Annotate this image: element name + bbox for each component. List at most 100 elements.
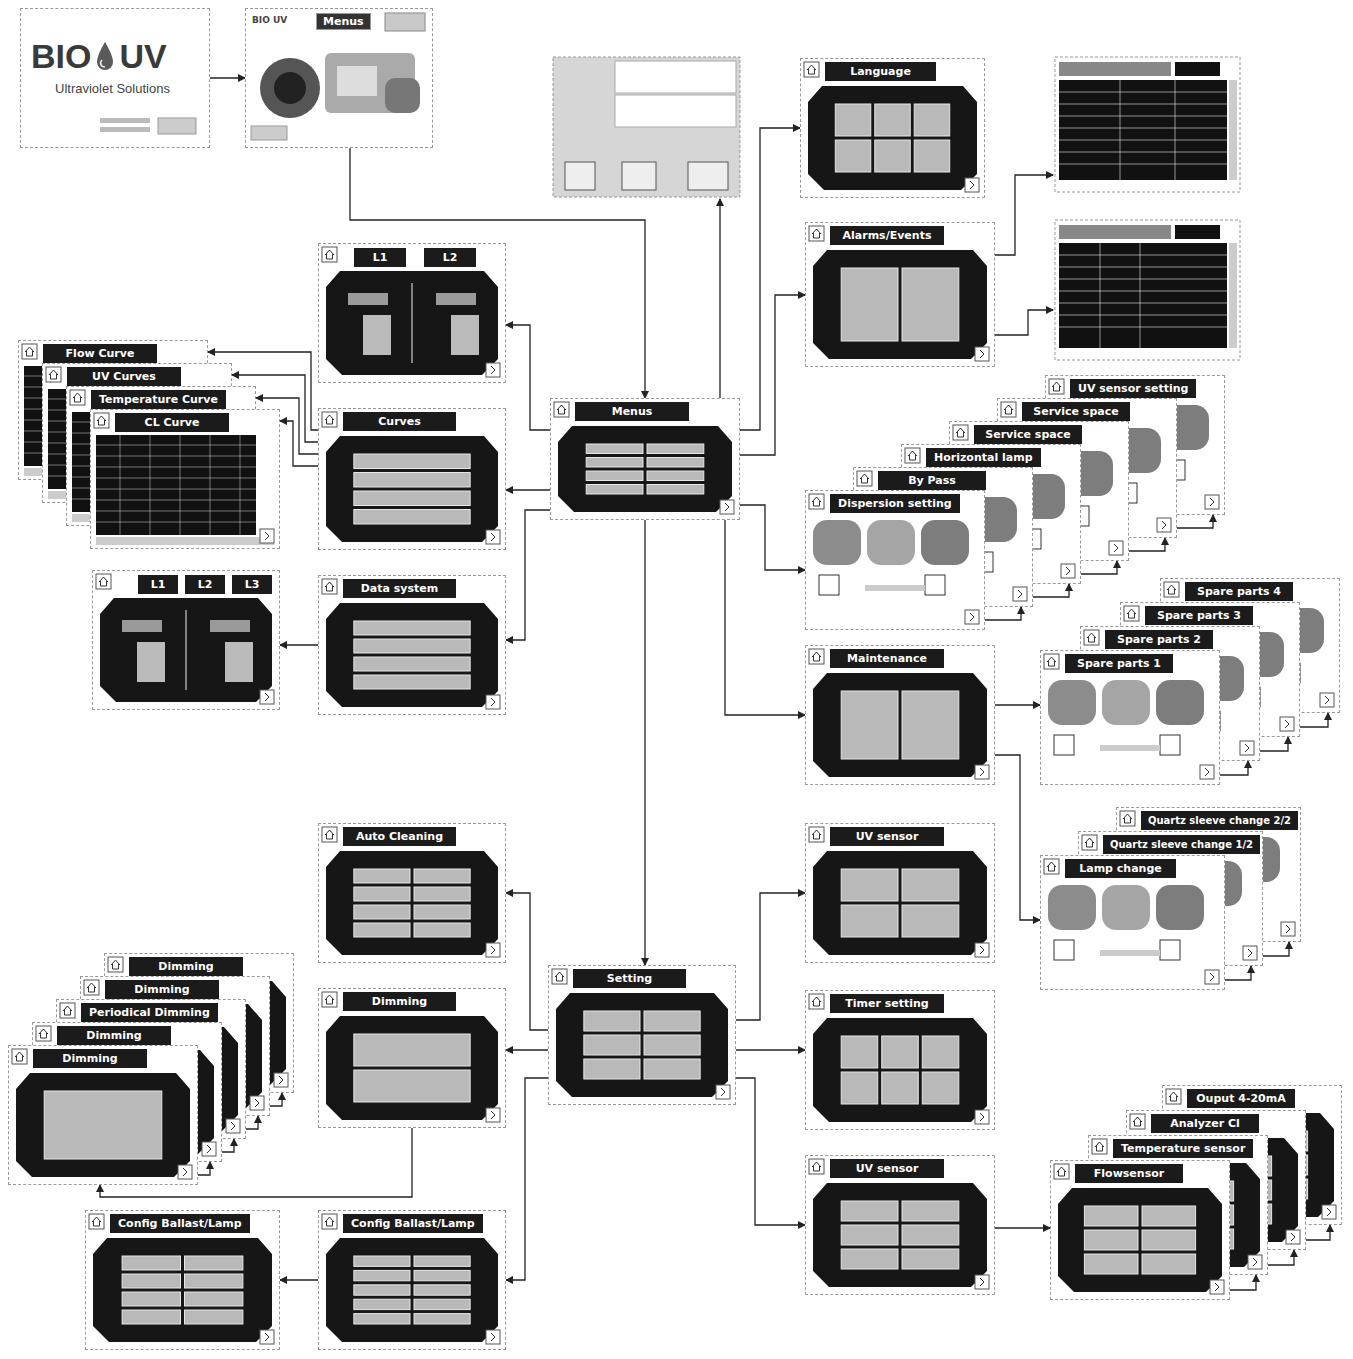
screen-title: UV Curves — [92, 370, 156, 383]
title-bar: Spare parts 1 — [1065, 654, 1173, 673]
screen-title: Config Ballast/Lamp — [351, 1217, 475, 1230]
screen-title: Menus — [612, 405, 653, 418]
screen-title: Dimming — [62, 1052, 117, 1065]
navigation-arrow — [1260, 737, 1288, 751]
title-bar: Temperature sensor — [1113, 1139, 1253, 1158]
tab-bar: L2 — [424, 248, 476, 267]
title-bar: Dimming — [57, 1026, 171, 1045]
title-bar: Service space — [974, 425, 1082, 444]
screen-title: Auto Cleaning — [356, 830, 443, 843]
title-bar: By Pass — [878, 471, 986, 490]
screen-title: Lamp change — [1079, 862, 1162, 875]
screen-title: Dispersion setting — [838, 497, 952, 510]
title-bar: Config Ballast/Lamp — [110, 1214, 250, 1233]
navigation-arrow — [210, 77, 245, 78]
screen-title: Timer setting — [845, 997, 928, 1010]
screen-title: Spare parts 3 — [1157, 609, 1241, 622]
screen-node: Lamp change — [1040, 855, 1225, 990]
navigation-arrow — [1220, 761, 1248, 775]
title-bar: Horizontal lamp — [926, 448, 1041, 467]
screen-title: L1 — [373, 251, 388, 264]
tab-bar: L1 — [138, 575, 178, 594]
screen-title: Data system — [361, 582, 439, 595]
logo-subtitle: Ultraviolet Solutions — [55, 81, 209, 96]
menu-button: Menus — [316, 13, 371, 30]
screen-title: Quartz sleeve change 1/2 — [1110, 839, 1253, 850]
title-bar: Data system — [343, 579, 456, 598]
title-bar: Dimming — [129, 957, 243, 976]
navigation-arrow — [736, 1078, 805, 1225]
title-bar: Quartz sleeve change 1/2 — [1103, 835, 1260, 854]
screen-node: Config Ballast/Lamp — [318, 1210, 506, 1350]
navigation-arrow — [1300, 713, 1328, 727]
screen-title: Periodical Dimming — [89, 1006, 210, 1019]
screen-title: Spare parts 2 — [1117, 633, 1201, 646]
screen-node: Config Ballast/Lamp — [85, 1210, 280, 1350]
title-bar: Maintenance — [830, 649, 944, 668]
navigation-arrow — [985, 607, 1021, 620]
navigation-arrow — [1306, 1225, 1330, 1240]
screen-title: Ouput 4-20mA — [1196, 1092, 1285, 1105]
leader-line — [995, 310, 1053, 335]
screen-title: Analyzer Cl — [1170, 1117, 1240, 1130]
navigation-arrow — [740, 295, 805, 455]
screen-node: Dispersion setting — [805, 490, 985, 630]
screen-node: Alarms/Events — [805, 222, 995, 367]
title-bar: Curves — [343, 412, 456, 431]
login-screen — [553, 57, 740, 197]
navigation-arrow — [1225, 966, 1251, 980]
title-bar: Flowsensor — [1075, 1164, 1183, 1183]
screen-title: Dimming — [158, 960, 213, 973]
screen-node: Setting — [548, 965, 736, 1105]
screen-node: Language — [800, 58, 985, 198]
screen-node: Data system — [318, 575, 506, 715]
screen-title: Service space — [1033, 405, 1118, 418]
navigation-arrow — [1268, 1250, 1294, 1265]
title-bar: Spare parts 4 — [1185, 582, 1293, 601]
screen-title: L1 — [151, 578, 166, 591]
title-bar: UV sensor setting — [1070, 379, 1196, 398]
screen-node: Dimming — [8, 1045, 198, 1185]
tab-bar: L3 — [232, 575, 272, 594]
screen-title: Horizontal lamp — [934, 451, 1033, 464]
screen-node: Spare parts 1 — [1040, 650, 1220, 785]
title-bar: Periodical Dimming — [81, 1003, 218, 1022]
navigation-arrow — [280, 1279, 318, 1280]
navigation-arrow — [506, 489, 550, 490]
screen-title: Language — [850, 65, 911, 78]
screen-node: BIO UVMenus — [245, 8, 433, 148]
title-bar: Analyzer Cl — [1151, 1114, 1259, 1133]
screen-title: CL Curve — [145, 416, 200, 429]
title-bar: Flow Curve — [43, 344, 157, 363]
leader-line — [995, 175, 1053, 255]
screen-title: Dimming — [372, 995, 427, 1008]
screen-title: Curves — [378, 415, 421, 428]
navigation-arrow — [740, 505, 805, 570]
navigation-arrow — [506, 1049, 548, 1050]
title-bar: Language — [825, 62, 936, 81]
title-bar: Dimming — [343, 992, 456, 1011]
tab-bar: L2 — [185, 575, 225, 594]
title-bar: UV sensor — [830, 827, 944, 846]
title-bar: Temperature Curve — [91, 390, 226, 409]
logo-text: BIO — [31, 37, 91, 76]
title-bar: Quartz sleeve change 2/2 — [1141, 811, 1298, 830]
navigation-arrow — [995, 704, 1040, 705]
title-bar: Alarms/Events — [830, 226, 944, 245]
logo-text: UV — [119, 37, 166, 76]
screen-title: Setting — [607, 972, 652, 985]
navigation-arrow — [506, 325, 550, 430]
drop-icon — [94, 40, 116, 74]
screen-title: Config Ballast/Lamp — [118, 1217, 242, 1230]
screen-node: Maintenance — [805, 645, 995, 785]
navigation-arrow — [198, 1162, 210, 1175]
screen-title: Spare parts 4 — [1197, 585, 1281, 598]
navigation-arrow — [644, 520, 645, 965]
screen-node: CL Curve — [90, 409, 280, 549]
title-bar: Dimming — [105, 980, 219, 999]
title-bar: Dispersion setting — [830, 494, 960, 513]
logo-row: BIO UV — [31, 37, 167, 76]
screen-title: Temperature sensor — [1121, 1142, 1245, 1155]
screen-title: Flowsensor — [1094, 1167, 1164, 1180]
title-bar: Config Ballast/Lamp — [343, 1214, 483, 1233]
